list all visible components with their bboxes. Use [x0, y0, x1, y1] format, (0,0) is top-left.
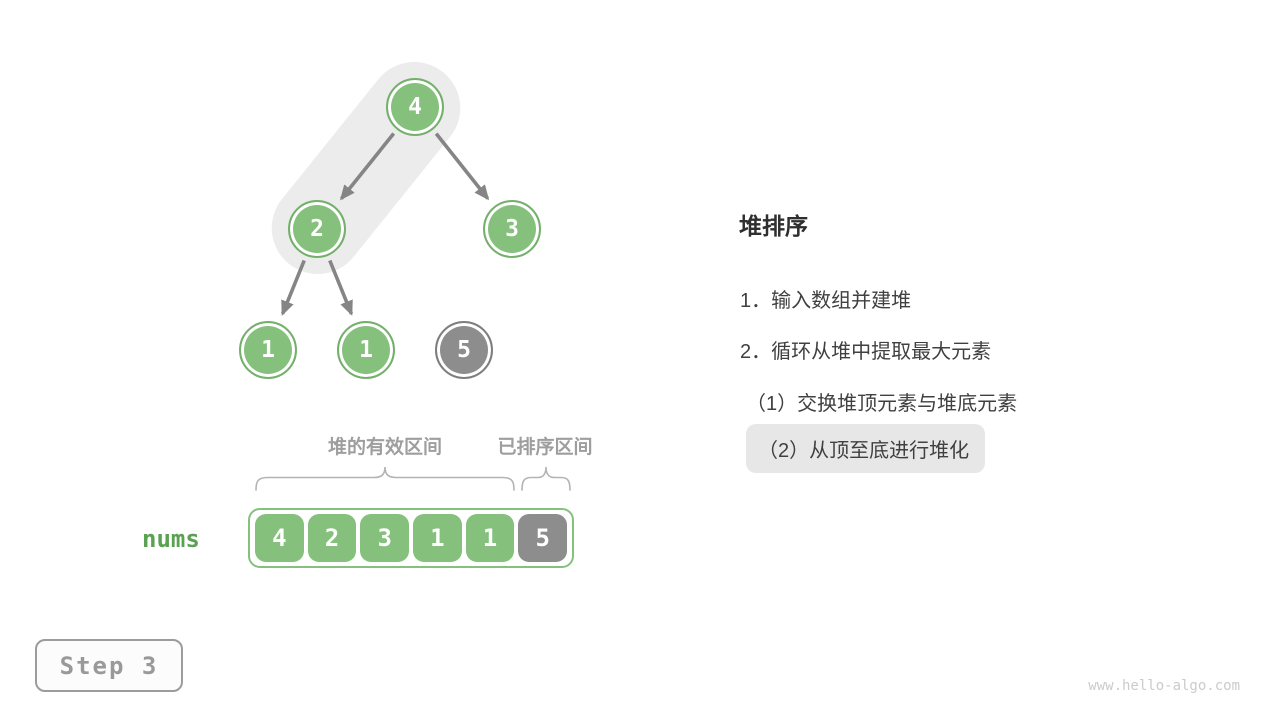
- array-cell-2: 3: [360, 514, 409, 562]
- heap-interval-brace: [255, 466, 515, 491]
- panel-step-2-2-highlighted: （2）从顶至底进行堆化: [746, 424, 986, 473]
- nums-array: 4 2 3 1 1 5: [248, 508, 574, 568]
- step-badge: Step 3: [35, 639, 183, 692]
- array-cell-4: 1: [465, 514, 515, 562]
- array-cell-1: 2: [307, 514, 357, 562]
- tree-node-value: 1: [261, 337, 275, 363]
- sift-down-path-highlight: [253, 43, 479, 293]
- tree-node-value: 4: [408, 94, 422, 120]
- panel-title: 堆排序: [739, 213, 808, 239]
- tree-node-value: 1: [359, 337, 373, 363]
- tree-node-0: 4: [386, 78, 444, 136]
- tree-node-1: 2: [288, 200, 346, 258]
- step-badge-label: Step 3: [59, 651, 159, 680]
- array-name-label: nums: [142, 525, 200, 553]
- heap-interval-label: 堆的有效区间: [327, 437, 443, 458]
- tree-node-3: 1: [239, 321, 297, 379]
- tree-node-value: 5: [457, 337, 471, 363]
- array-cell-3: 1: [413, 514, 462, 562]
- tree-node-2: 3: [483, 200, 541, 258]
- sorted-interval-brace: [521, 466, 571, 491]
- sorted-interval-label: 已排序区间: [497, 437, 593, 458]
- tree-node-value: 2: [310, 216, 324, 242]
- panel-step-1: 1．输入数组并建堆: [740, 290, 912, 312]
- panel-step-2: 2．循环从堆中提取最大元素: [740, 341, 992, 363]
- tree-node-4: 1: [337, 321, 395, 379]
- watermark: www.hello-algo.com: [1088, 678, 1240, 694]
- panel-step-2-1: （1）交换堆顶元素与堆底元素: [746, 393, 1018, 415]
- array-cell-0: 4: [254, 514, 304, 562]
- tree-node-5-sorted: 5: [435, 321, 493, 379]
- array-cell-5-sorted: 5: [518, 514, 568, 562]
- tree-node-value: 3: [505, 216, 519, 242]
